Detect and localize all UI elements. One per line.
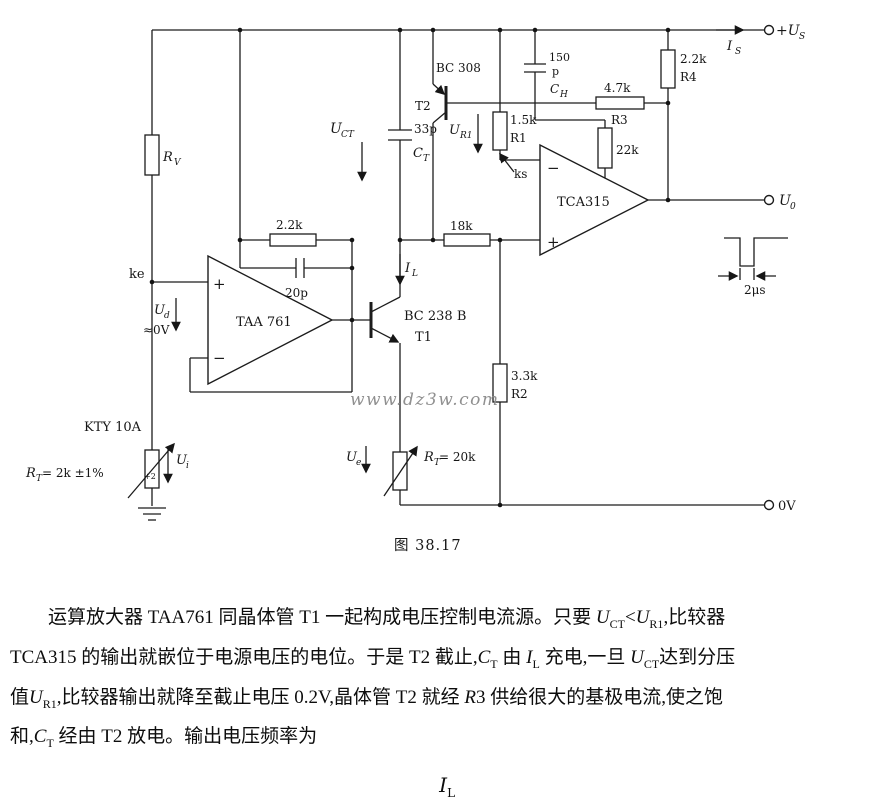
- label-ud: U: [154, 303, 166, 318]
- resistor-r2: [492, 363, 508, 403]
- formula-lhs: f=: [366, 797, 390, 805]
- label-rt-sensor: R: [25, 466, 36, 481]
- frequency-formula: f= IL CT • UCT: [366, 768, 888, 805]
- label-t1-ref: T1: [415, 330, 432, 345]
- label-ct-value: 33p: [414, 122, 437, 136]
- label-r2-ref: R2: [511, 387, 528, 401]
- junction-dots: [149, 27, 671, 508]
- opamp-plus-input: +: [213, 275, 226, 293]
- label-sensor-part: KTY 10A: [84, 420, 142, 435]
- label-t2-ref: T2: [415, 99, 431, 113]
- paragraph-line-3: 值UR1,比较器输出就降至截止电压 0.2V,晶体管 T2 就经 R3 供给很大…: [10, 686, 724, 711]
- label-r1-value: 1.5k: [510, 113, 537, 127]
- label-ur1: U: [449, 123, 461, 138]
- label-ui: U: [176, 453, 188, 468]
- label-il: I: [404, 261, 411, 276]
- label-t2-part: BC 308: [436, 61, 481, 75]
- label-is-sub: S: [735, 47, 741, 57]
- formula-numerator: IL: [439, 773, 456, 801]
- label-uct-sub: CT: [341, 130, 355, 140]
- label-22k: 22k: [616, 143, 639, 157]
- paragraph-line-1: 运算放大器 TAA761 同晶体管 T1 一起构成电压控制电流源。只要 UCT<…: [48, 607, 726, 631]
- label-feedback-capacitor: 20p: [285, 286, 308, 300]
- label-ui-sub: i: [186, 461, 189, 471]
- label-r2-value: 3.3k: [511, 369, 538, 383]
- label-ks: ks: [514, 167, 527, 181]
- label-ch-sub: H: [559, 90, 568, 100]
- label-rt-sensor-sub: T: [36, 474, 43, 484]
- label-0v: 0V: [778, 499, 796, 514]
- comparator-plus-input: +: [547, 233, 560, 251]
- label-ue-sub: e: [356, 458, 361, 468]
- resistor-r3: [595, 96, 645, 110]
- waveform-pulse: [718, 237, 788, 281]
- resistor-rv: [144, 134, 160, 176]
- label-plus-us-sub: S: [799, 32, 805, 42]
- ground-symbol: [138, 507, 166, 521]
- description-text: 运算放大器 TAA761 同晶体管 T1 一起构成电压控制电流源。只要 UCT<…: [10, 601, 888, 805]
- resistor-r1: [492, 111, 508, 151]
- label-r1-ref: R1: [510, 131, 527, 145]
- label-rt-sensor-value: = 2k ±1%: [42, 466, 104, 480]
- label-il-sub: L: [411, 269, 418, 279]
- label-rv: R: [162, 150, 173, 165]
- annotation-arrows: [127, 25, 745, 499]
- label-u0: U: [779, 193, 792, 209]
- label-t1-part: BC 238 B: [404, 309, 466, 324]
- label-ue: U: [346, 450, 358, 465]
- label-ct: C: [413, 146, 423, 161]
- label-ke: ke: [129, 267, 145, 282]
- figure-caption: 图 38.17: [394, 538, 462, 554]
- label-rt-pot: R: [423, 450, 434, 465]
- label-plus-us: +U: [776, 23, 801, 39]
- label-18k: 18k: [450, 219, 473, 233]
- comparator-tca315-symbol: [539, 143, 650, 257]
- terminal-output: [763, 194, 775, 206]
- comparator-minus-input: −: [547, 159, 560, 177]
- label-ud-value: ≈0V: [143, 323, 170, 337]
- label-ur1-sub: R1: [459, 131, 473, 141]
- resistor-boxes: [144, 49, 676, 491]
- label-comparator-tca315: TCA315: [557, 195, 610, 210]
- label-rv-sub: V: [174, 158, 182, 168]
- terminal-plus-us: [763, 24, 775, 36]
- label-ct-sub: T: [423, 154, 430, 164]
- resistor-feedback-2k2: [269, 233, 317, 247]
- watermark: www.dz3w.com: [350, 390, 500, 410]
- sensor-adjust-arrow: [127, 442, 175, 499]
- terminal-0v: [763, 499, 775, 511]
- ks-arrow: [499, 152, 515, 173]
- label-rt-pot-sub: T: [434, 458, 441, 468]
- label-ud-sub: d: [164, 311, 170, 321]
- label-u0-sub: 0: [790, 202, 796, 212]
- label-r3-value: 4.7k: [604, 81, 631, 95]
- circuit-schematic: +U S I S U 0 0V R V ke U d ≈0V TAA 761 +…: [25, 23, 805, 554]
- label-pulse-width: 2μs: [744, 283, 766, 297]
- paragraph-line-2: TCA315 的输出就嵌位于电源电压的电位。于是 T2 截止,CT 由 IL 充…: [10, 646, 736, 671]
- schematic-labels: +U S I S U 0 0V R V ke U d ≈0V TAA 761 +…: [25, 23, 805, 554]
- opamp-minus-input: −: [213, 349, 226, 367]
- label-rt-pot-value: = 20k: [439, 450, 476, 464]
- capacitor-ct: [388, 30, 412, 240]
- label-is: I: [726, 39, 733, 54]
- resistor-18k: [443, 233, 491, 247]
- label-ch: C: [550, 82, 559, 96]
- potentiometer-rt-20k: [392, 451, 408, 491]
- label-r4-value: 2.2k: [680, 52, 707, 66]
- label-ch-unit: p: [552, 65, 559, 78]
- label-feedback-resistor: 2.2k: [276, 218, 303, 232]
- label-r4-ref: R4: [680, 70, 697, 84]
- resistor-r4: [660, 49, 676, 89]
- opamp-taa761-symbol: [207, 254, 334, 386]
- formula-fraction: IL CT • UCT: [396, 768, 498, 805]
- resistor-22k: [597, 127, 613, 169]
- label-sensor-mark: +2: [144, 472, 156, 481]
- label-uct: U: [330, 121, 343, 137]
- label-ch-value: 150: [549, 51, 570, 64]
- paragraph-line-4: 和,CT 经由 T2 放电。输出电压频率为: [10, 726, 318, 751]
- pot-adjust-arrow: [383, 445, 418, 497]
- label-opamp-taa761: TAA 761: [236, 315, 292, 330]
- label-r3-ref: R3: [611, 113, 628, 127]
